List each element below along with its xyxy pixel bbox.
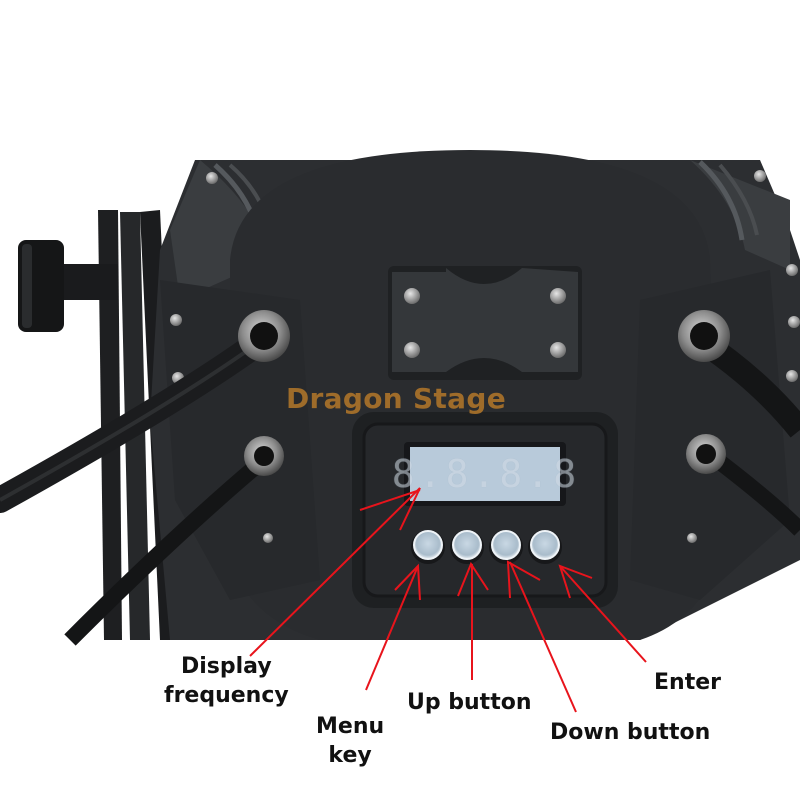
up-button[interactable] xyxy=(452,530,482,560)
panel-buttons xyxy=(411,530,562,564)
led-segment-display: 8.8.8.8 xyxy=(391,452,581,496)
arrow-display-frequency xyxy=(249,487,421,657)
callout-line: frequency xyxy=(164,683,289,708)
down-button[interactable] xyxy=(491,530,521,560)
callout-line: Down button xyxy=(550,720,711,745)
callout-arrows xyxy=(249,487,647,713)
control-panel xyxy=(352,412,618,608)
arrow-down-button xyxy=(509,561,577,713)
callout-menu-key: Menu key xyxy=(316,712,384,770)
callout-line: key xyxy=(328,743,372,768)
arrow-menu-key xyxy=(365,565,419,691)
housing-screws xyxy=(170,170,800,543)
callout-line: Display xyxy=(181,654,272,679)
led-display-screen xyxy=(410,447,560,501)
mounting-bracket xyxy=(388,266,582,380)
menu-button[interactable] xyxy=(413,530,443,560)
callout-up-button: Up button xyxy=(407,688,532,717)
callout-line: Menu xyxy=(316,714,385,739)
cable-glands xyxy=(238,310,730,476)
arrow-enter xyxy=(559,565,647,663)
callout-line: Up button xyxy=(407,690,532,715)
enter-button[interactable] xyxy=(530,530,560,560)
tilt-lock-knob xyxy=(18,240,118,332)
callout-down-button: Down button xyxy=(550,718,710,747)
callout-line: Enter xyxy=(654,670,721,695)
callout-display-frequency: Display frequency xyxy=(164,652,289,710)
callout-enter: Enter xyxy=(654,668,721,697)
watermark: Dragon Stage xyxy=(286,382,506,415)
